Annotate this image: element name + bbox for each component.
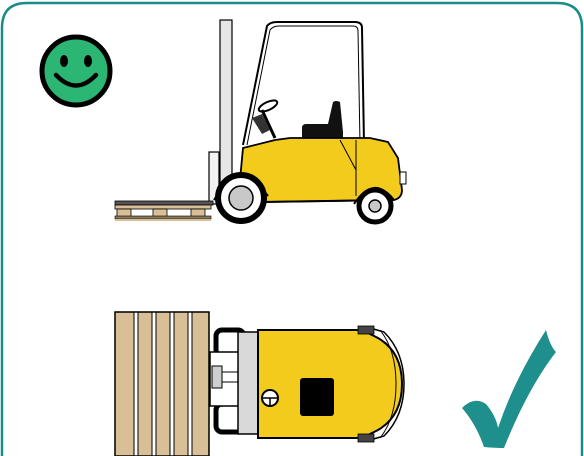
pallet-top-view xyxy=(115,312,209,456)
smiley-face-icon xyxy=(42,37,110,105)
pallet-side-view xyxy=(115,205,211,221)
forklift-top-view xyxy=(115,312,404,456)
checkmark-icon xyxy=(462,330,556,448)
forklift-side-view xyxy=(115,20,406,222)
